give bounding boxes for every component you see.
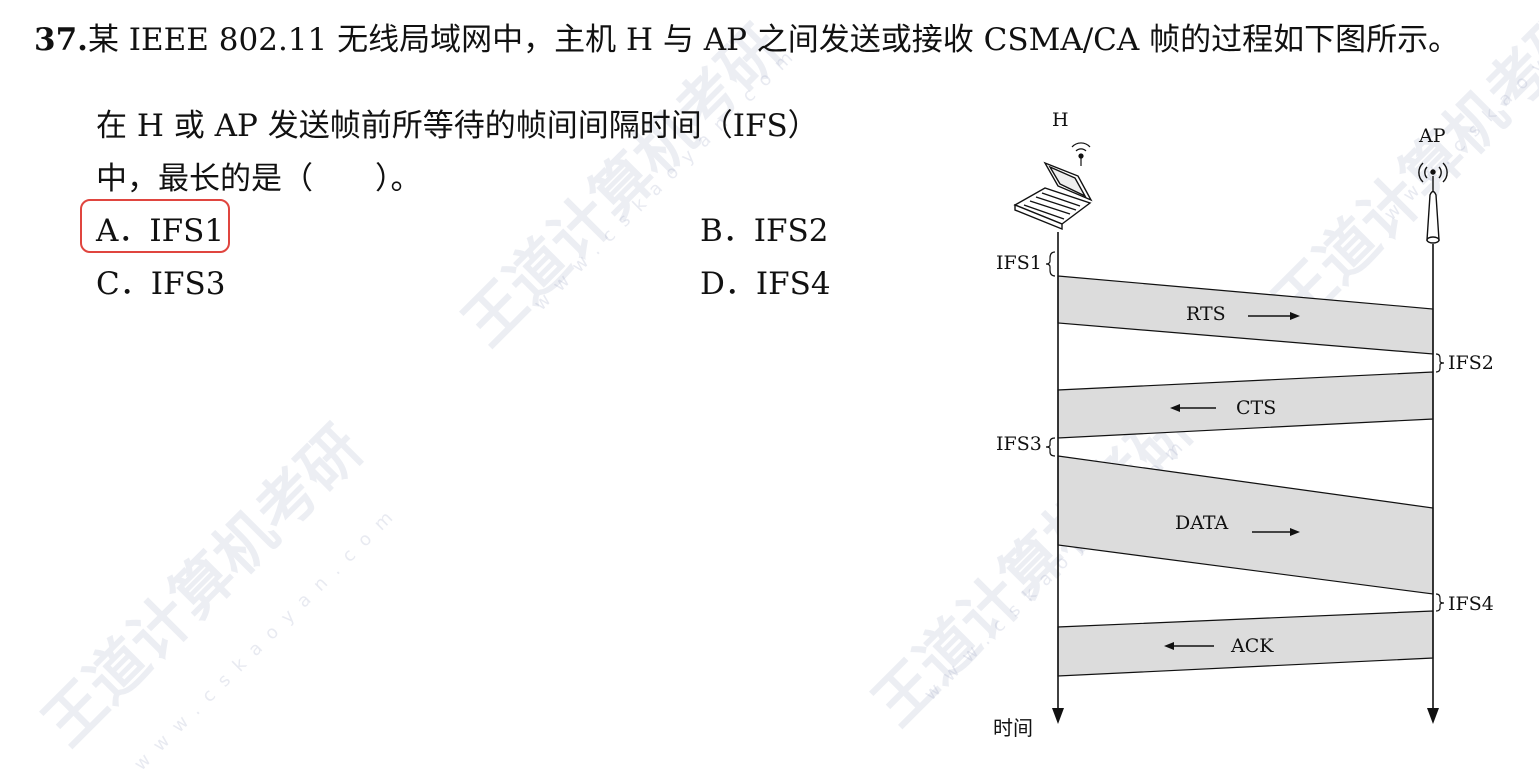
option-c[interactable]: C．IFS3 xyxy=(96,266,226,302)
ap-timeline-arrow xyxy=(1427,708,1439,724)
data-arrow-right-icon xyxy=(1252,528,1300,536)
cts-arrow-left-icon xyxy=(1170,404,1216,412)
cts-label: CTS xyxy=(1236,397,1276,419)
rts-frame xyxy=(1057,275,1434,355)
ifs4-label: IFS4 xyxy=(1448,593,1494,615)
question-stem: 37.某 IEEE 802.11 无线局域网中，主机 H 与 AP 之间发送或接… xyxy=(34,14,1459,59)
data-label: DATA xyxy=(1175,512,1229,534)
ifs2-brace xyxy=(1435,353,1445,373)
ap-antenna-icon xyxy=(1418,162,1448,244)
host-label: H xyxy=(1052,109,1069,131)
rts-label: RTS xyxy=(1186,303,1226,325)
selected-answer-highlight xyxy=(80,199,230,253)
host-timeline-arrow xyxy=(1052,708,1064,724)
ack-arrow-left-icon xyxy=(1164,642,1214,650)
question-line-2: 中，最长的是（ ）。 xyxy=(96,161,422,197)
question-number: 37. xyxy=(34,22,88,58)
ifs3-label: IFS3 xyxy=(996,433,1042,455)
data-frame xyxy=(1057,455,1434,595)
ap-label: AP xyxy=(1418,125,1446,147)
ifs4-brace xyxy=(1435,593,1445,612)
ifs1-label: IFS1 xyxy=(996,252,1042,274)
rts-arrow-right-icon xyxy=(1248,312,1300,320)
ifs3-brace xyxy=(1045,437,1056,457)
question-line-1: 在 H 或 AP 发送帧前所等待的帧间间隔时间（IFS） xyxy=(96,108,819,144)
host-wifi-icon xyxy=(1071,142,1091,166)
ack-label: ACK xyxy=(1230,635,1274,657)
option-b[interactable]: B．IFS2 xyxy=(700,213,829,249)
ifs2-label: IFS2 xyxy=(1448,352,1494,374)
ifs1-brace xyxy=(1045,251,1056,277)
time-label: 时间 xyxy=(993,716,1033,740)
laptop-icon xyxy=(1013,161,1093,231)
option-d[interactable]: D．IFS4 xyxy=(700,266,831,302)
option-a[interactable]: A．IFS1 xyxy=(96,213,225,249)
question-stem-text: 某 IEEE 802.11 无线局域网中，主机 H 与 AP 之间发送或接收 C… xyxy=(87,22,1460,58)
